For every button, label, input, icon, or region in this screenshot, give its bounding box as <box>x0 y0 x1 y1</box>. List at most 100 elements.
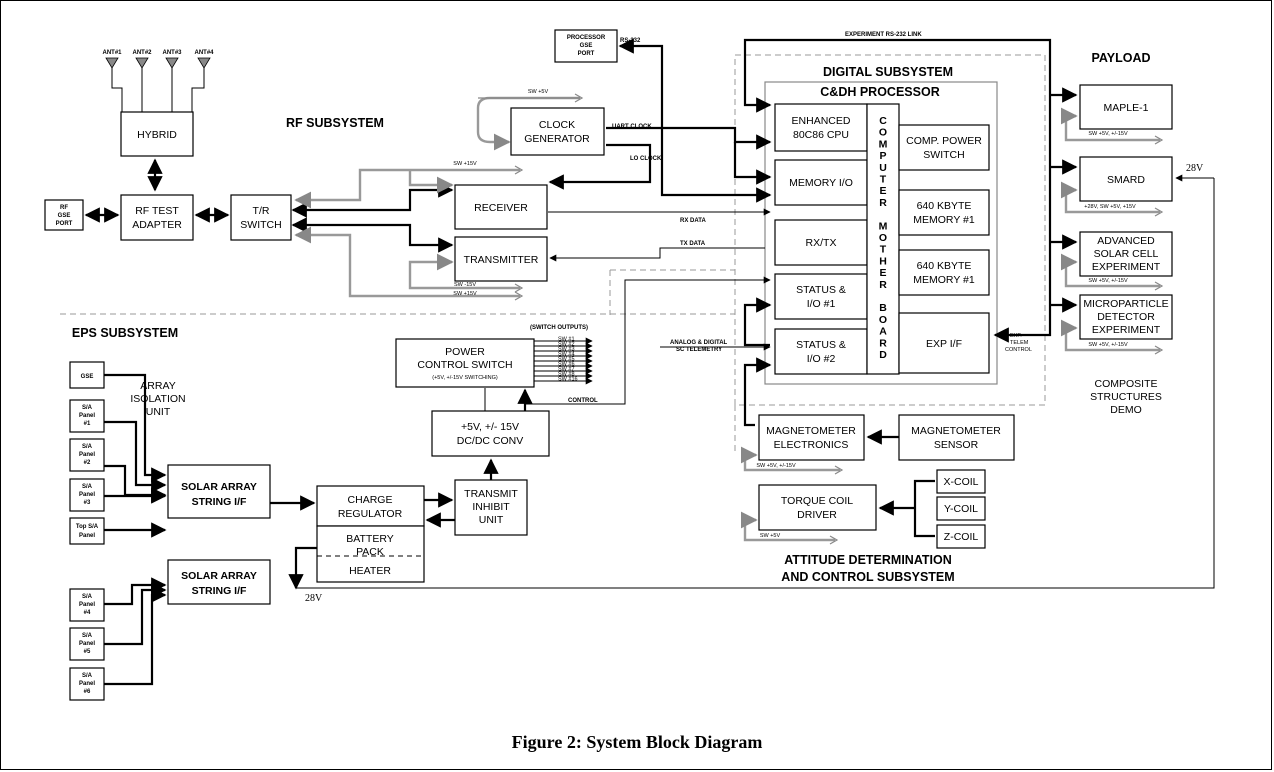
svg-text:REGULATOR: REGULATOR <box>338 508 403 520</box>
magnetometer-electronics-block: MAGNETOMETER ELECTRONICS <box>758 414 865 461</box>
switch-output-label: SW #16 <box>558 377 578 383</box>
y-coil-block: Y-COIL <box>936 496 986 521</box>
svg-text:#5: #5 <box>84 649 91 655</box>
svg-text:UNIT: UNIT <box>479 514 504 526</box>
switch-output-label: SW #7 <box>558 367 575 373</box>
switch-output-label: SW #8 <box>558 372 575 378</box>
motherboard-letter: R <box>879 197 887 209</box>
svg-text:GENERATOR: GENERATOR <box>524 133 590 145</box>
svg-text:SWITCH: SWITCH <box>240 219 281 231</box>
svg-text:MAGNETOMETER: MAGNETOMETER <box>766 425 856 437</box>
comp-power-switch-block: COMP. POWER SWITCH <box>898 124 990 171</box>
composite-structures-label: COMPOSITE STRUCTURES DEMO <box>1090 378 1162 416</box>
svg-text:#3: #3 <box>84 500 91 506</box>
rf-power-lines: SW +5V SW +15V SW -15V SW +15V <box>294 89 584 301</box>
svg-text:I/O #1: I/O #1 <box>807 298 836 310</box>
rf-subsystem-title: RF SUBSYSTEM <box>286 116 384 130</box>
svg-text:UART CLOCK: UART CLOCK <box>612 124 652 130</box>
svg-text:Z-COIL: Z-COIL <box>944 531 979 543</box>
svg-text:ANALOG & DIGITAL: ANALOG & DIGITAL <box>670 340 728 346</box>
cdh-processor-title: C&DH PROCESSOR <box>820 85 939 99</box>
svg-text:COMPOSITE: COMPOSITE <box>1094 378 1157 390</box>
svg-text:#2: #2 <box>84 460 91 466</box>
rf-gse-port-block: RF GSE PORT <box>44 199 84 231</box>
rf-test-adapter-block: RF TEST ADAPTER <box>120 194 194 241</box>
svg-text:ENHANCED: ENHANCED <box>792 115 851 127</box>
svg-text:Panel: Panel <box>79 452 95 458</box>
svg-text:HEATER: HEATER <box>349 565 391 577</box>
array-isolation-block: ARRAY ISOLATION UNIT <box>130 380 185 418</box>
motherboard-letter: T <box>880 244 887 256</box>
svg-text:TX DATA: TX DATA <box>680 241 706 247</box>
svg-text:MEMORY #1: MEMORY #1 <box>913 274 975 286</box>
svg-text:SW +15V: SW +15V <box>453 291 477 297</box>
svg-text:Y-COIL: Y-COIL <box>944 503 978 515</box>
motherboard-letter: R <box>879 279 887 291</box>
motherboard-letter: O <box>879 232 887 244</box>
antenna-3-label: ANT#3 <box>162 50 182 56</box>
motherboard-letter: M <box>879 220 888 232</box>
svg-text:STRUCTURES: STRUCTURES <box>1090 391 1162 403</box>
antenna-2-label: ANT#2 <box>132 50 152 56</box>
svg-text:T/R: T/R <box>253 205 270 217</box>
svg-text:S/A: S/A <box>82 594 93 600</box>
uart-clock-link <box>606 126 772 150</box>
svg-text:STRING I/F: STRING I/F <box>192 496 247 508</box>
svg-text:+5V, +/- 15V: +5V, +/- 15V <box>461 421 519 433</box>
z-coil-block: Z-COIL <box>936 524 986 549</box>
memory-1-block: 640 KBYTE MEMORY #1 <box>898 189 990 236</box>
motherboard-letter: U <box>879 162 887 174</box>
svg-text:MICROPARTICLE: MICROPARTICLE <box>1083 298 1168 310</box>
status-io-1-block: STATUS & I/O #1 <box>774 273 868 320</box>
figure-caption: Figure 2: System Block Diagram <box>512 732 763 752</box>
svg-text:ISOLATION: ISOLATION <box>130 393 185 405</box>
switch-output-label: SW #3 <box>558 347 575 353</box>
svg-text:DRIVER: DRIVER <box>797 509 837 521</box>
panel-string-links <box>104 373 167 686</box>
adcs-power-lines: SW +5V, +/-15V SW +5V <box>740 446 844 545</box>
svg-text:TELEM: TELEM <box>1010 340 1029 346</box>
svg-text:MEMORY I/O: MEMORY I/O <box>789 177 853 189</box>
svg-text:SW +5V, +/-15V: SW +5V, +/-15V <box>1088 131 1128 137</box>
transmit-inhibit-block: TRANSMIT INHIBIT UNIT <box>454 479 528 536</box>
svg-text:PACK: PACK <box>356 546 384 558</box>
svg-text:+28V, SW +5V, +15V: +28V, SW +5V, +15V <box>1084 204 1136 210</box>
motherboard-letter: T <box>880 174 887 186</box>
svg-text:S/A: S/A <box>82 405 93 411</box>
dcdc-converter-block: +5V, +/- 15V DC/DC CONV <box>431 410 550 457</box>
motherboard-letter: C <box>879 115 887 127</box>
svg-text:EXPERIMENT: EXPERIMENT <box>1092 324 1161 336</box>
svg-text:S/A: S/A <box>82 484 93 490</box>
sa-panel-3-block: S/A Panel #3 <box>69 478 105 512</box>
svg-text:PORT: PORT <box>56 221 73 227</box>
adcs-title-line2: AND CONTROL SUBSYSTEM <box>781 570 954 584</box>
svg-text:I/O #2: I/O #2 <box>807 353 836 365</box>
hybrid-block: HYBRID <box>120 111 194 157</box>
sa-panel-2-block: S/A Panel #2 <box>69 438 105 472</box>
svg-text:SC TELEMETRY: SC TELEMETRY <box>676 347 722 353</box>
antenna-1-label: ANT#1 <box>102 50 122 56</box>
charge-regulator-block: CHARGE REGULATOR <box>316 485 425 527</box>
motherboard-letter: R <box>879 337 887 349</box>
svg-text:TORQUE COIL: TORQUE COIL <box>781 495 853 507</box>
rxtx-block: RX/TX <box>774 219 868 266</box>
tx-data-link <box>549 247 765 262</box>
svg-text:640 KBYTE: 640 KBYTE <box>917 200 972 212</box>
svg-text:#4: #4 <box>84 610 91 616</box>
top-sa-panel-block: Top S/A Panel <box>69 517 105 545</box>
solar-array-string-2-block: SOLAR ARRAY STRING I/F <box>167 559 271 605</box>
svg-text:(SWITCH OUTPUTS): (SWITCH OUTPUTS) <box>530 325 588 331</box>
svg-text:640 KBYTE: 640 KBYTE <box>917 260 972 272</box>
svg-text:28V: 28V <box>305 593 323 604</box>
motherboard-letter: O <box>879 314 887 326</box>
microparticle-experiment-block: MICROPARTICLE DETECTOR EXPERIMENT <box>1079 294 1173 340</box>
memory-2-block: 640 KBYTE MEMORY #1 <box>898 249 990 296</box>
svg-text:MAGNETOMETER: MAGNETOMETER <box>911 425 1001 437</box>
smard-block: SMARD <box>1079 156 1173 202</box>
motherboard-letter: E <box>879 267 886 279</box>
svg-text:Top S/A: Top S/A <box>76 524 99 530</box>
svg-text:STATUS &: STATUS & <box>796 339 846 351</box>
memory-io-block: MEMORY I/O <box>774 159 868 206</box>
svg-text:S/A: S/A <box>82 633 93 639</box>
